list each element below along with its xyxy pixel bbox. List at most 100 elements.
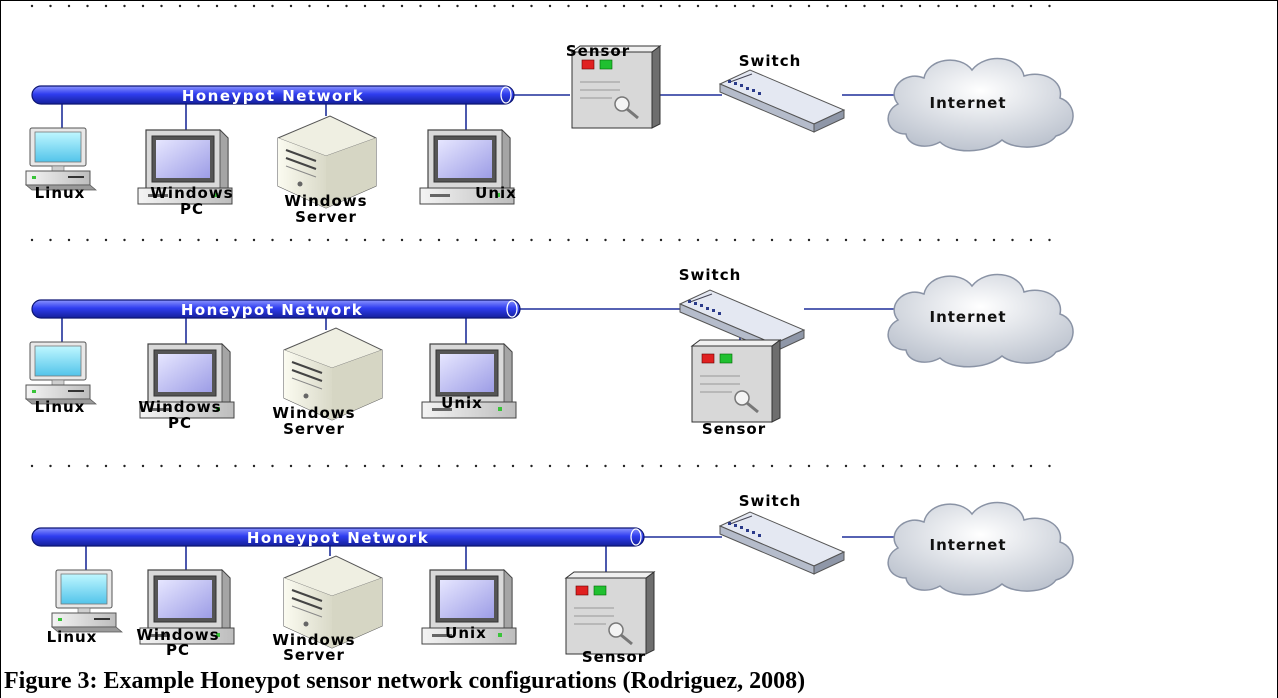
separator-dot xyxy=(49,464,52,468)
separator-dot xyxy=(104,4,108,8)
sensor-icon xyxy=(690,338,782,424)
separator-dot xyxy=(104,238,108,242)
sensor-label: Sensor xyxy=(702,420,766,438)
separator-dot xyxy=(900,238,903,242)
separator-dot xyxy=(197,238,200,242)
separator-dot xyxy=(789,238,792,242)
separator-dot xyxy=(178,4,182,8)
separator-dot xyxy=(437,464,441,468)
separator-dot xyxy=(456,4,459,8)
separator-dot xyxy=(30,464,34,468)
separator-dot xyxy=(955,464,959,468)
separator-dot xyxy=(86,4,89,8)
switch-label: Switch xyxy=(679,266,742,284)
separator-dot xyxy=(271,464,274,468)
separator-dot xyxy=(160,238,163,242)
separator-dot xyxy=(252,4,256,8)
honeypot-network-bar: Honeypot Network xyxy=(31,85,515,105)
separator-dot xyxy=(1011,464,1014,468)
separator-dot xyxy=(789,464,792,468)
separator-dot xyxy=(715,464,718,468)
separator-dot xyxy=(548,238,552,242)
separator-dot xyxy=(30,4,34,8)
link-lines xyxy=(61,94,894,130)
separator-dot xyxy=(826,4,829,8)
separator-dot xyxy=(974,464,977,468)
switch-label: Switch xyxy=(739,52,802,70)
separator-dot xyxy=(1029,4,1033,8)
separator-dot xyxy=(419,238,422,242)
host-label-windows-server-line2: Server xyxy=(295,208,357,226)
separator-dot xyxy=(215,238,219,242)
separator-dot xyxy=(1029,464,1033,468)
separator-dot xyxy=(770,4,774,8)
separator-dot xyxy=(752,4,755,8)
separator-dot xyxy=(345,464,348,468)
separator-dot xyxy=(881,464,885,468)
honeypot-network-bar: Honeypot Network xyxy=(31,527,645,547)
separator-dot xyxy=(493,464,496,468)
separator-dot xyxy=(363,238,367,242)
separator-dot xyxy=(382,238,385,242)
separator-dot xyxy=(844,464,848,468)
separator-dot xyxy=(807,238,811,242)
separator-dot xyxy=(67,238,71,242)
separator-dot xyxy=(974,4,977,8)
host-label-windows-server-line1: Windows xyxy=(284,192,367,210)
separator-dot xyxy=(289,464,293,468)
separator-dot xyxy=(271,4,274,8)
separator-dot xyxy=(918,464,922,468)
separator-dot xyxy=(67,464,71,468)
separator-dot xyxy=(881,238,885,242)
separator-dot xyxy=(678,238,681,242)
separator-dot xyxy=(585,464,589,468)
separator-dot xyxy=(178,464,182,468)
separator-dot xyxy=(548,464,552,468)
sensor-label: Sensor xyxy=(582,648,646,666)
separator-dot xyxy=(86,238,89,242)
honeypot-network-label: Honeypot Network xyxy=(181,301,363,319)
linux-desktop-icon xyxy=(25,341,97,405)
separator-dot xyxy=(197,4,200,8)
separator-dot xyxy=(826,464,829,468)
separator-dot xyxy=(807,4,811,8)
separator-dot xyxy=(900,4,903,8)
separator-dot xyxy=(715,238,718,242)
separator-dot xyxy=(474,4,478,8)
separator-dot xyxy=(363,464,367,468)
separator-dot xyxy=(474,238,478,242)
separator-dot xyxy=(215,4,219,8)
separator-dot xyxy=(604,464,607,468)
separator-dot xyxy=(696,238,700,242)
separator-dot xyxy=(585,238,589,242)
separator-dot xyxy=(826,238,829,242)
separator-dot xyxy=(863,4,866,8)
separator-dot xyxy=(641,238,644,242)
separator-dot xyxy=(770,238,774,242)
separator-dot xyxy=(511,238,515,242)
separator-dot xyxy=(437,4,441,8)
separator-dot xyxy=(918,238,922,242)
host-label-linux: Linux xyxy=(35,398,86,416)
separator-dot xyxy=(1048,238,1051,242)
internet-label: Internet xyxy=(929,308,1006,326)
separator-dot xyxy=(474,464,478,468)
switch-label: Switch xyxy=(739,492,802,510)
separator-dot xyxy=(881,4,885,8)
separator-dot xyxy=(530,464,533,468)
separator-dot xyxy=(622,238,626,242)
separator-dot xyxy=(604,238,607,242)
figure-caption: Figure 3: Example Honeypot sensor networ… xyxy=(4,668,806,694)
separator-dot xyxy=(326,4,330,8)
separator-dot xyxy=(400,4,404,8)
separator-dot xyxy=(326,238,330,242)
honeypot-network-label: Honeypot Network xyxy=(247,529,429,547)
separator-dot xyxy=(308,4,311,8)
separator-dot xyxy=(493,238,496,242)
separator-dot xyxy=(752,464,755,468)
separator-dot xyxy=(456,464,459,468)
separator-dot xyxy=(641,4,644,8)
separator-dot xyxy=(974,238,977,242)
separator-dot xyxy=(493,4,496,8)
